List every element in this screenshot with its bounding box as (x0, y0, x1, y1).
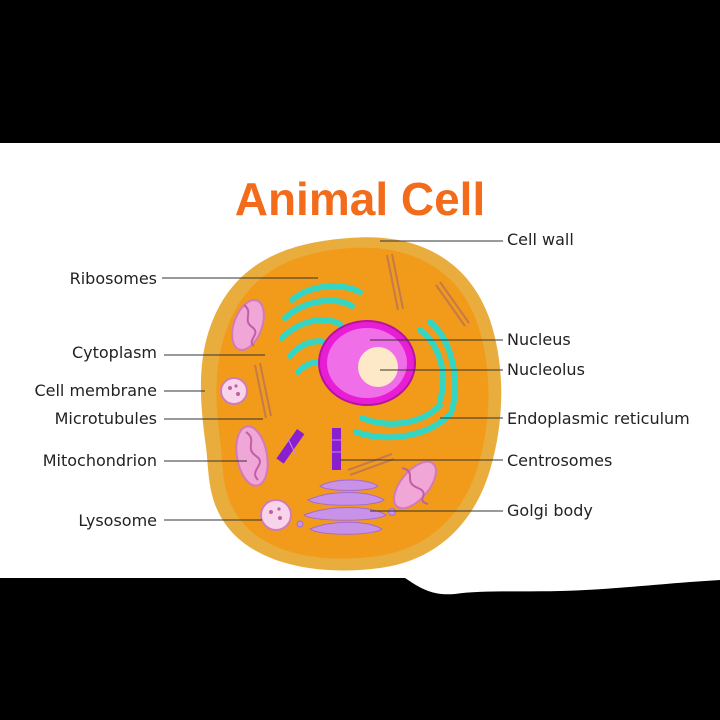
mitochondrion-upper (231, 299, 265, 351)
label-microtubules: Microtubules (55, 409, 157, 428)
centrosome-right (332, 428, 341, 470)
label-golgi-body: Golgi body (507, 501, 593, 520)
microtubules-shape (254, 253, 470, 476)
endoplasmic-reticulum-shape (279, 283, 459, 441)
golgi-body-shape (296, 479, 396, 535)
label-cell-wall: Cell wall (507, 230, 574, 249)
lysosome-lower (260, 499, 292, 531)
diagram-title: Animal Cell (235, 173, 486, 225)
label-endoplasmic-reticulum: Endoplasmic reticulum (507, 409, 690, 428)
mitochondrion-lower (235, 425, 269, 487)
centrosome-left (276, 428, 305, 464)
label-ribosomes: Ribosomes (70, 269, 157, 288)
label-nucleus: Nucleus (507, 330, 571, 349)
label-mitochondrion: Mitochondrion (43, 451, 157, 470)
label-lysosome: Lysosome (78, 511, 157, 530)
mitochondrion-right (393, 460, 437, 510)
lysosome-upper (220, 377, 248, 405)
label-centrosomes: Centrosomes (507, 451, 612, 470)
label-cytoplasm: Cytoplasm (72, 343, 157, 362)
label-cell-membrane: Cell membrane (34, 381, 157, 400)
nucleolus-shape (358, 347, 398, 387)
label-nucleolus: Nucleolus (507, 360, 585, 379)
torn-paper-shape (405, 578, 720, 595)
